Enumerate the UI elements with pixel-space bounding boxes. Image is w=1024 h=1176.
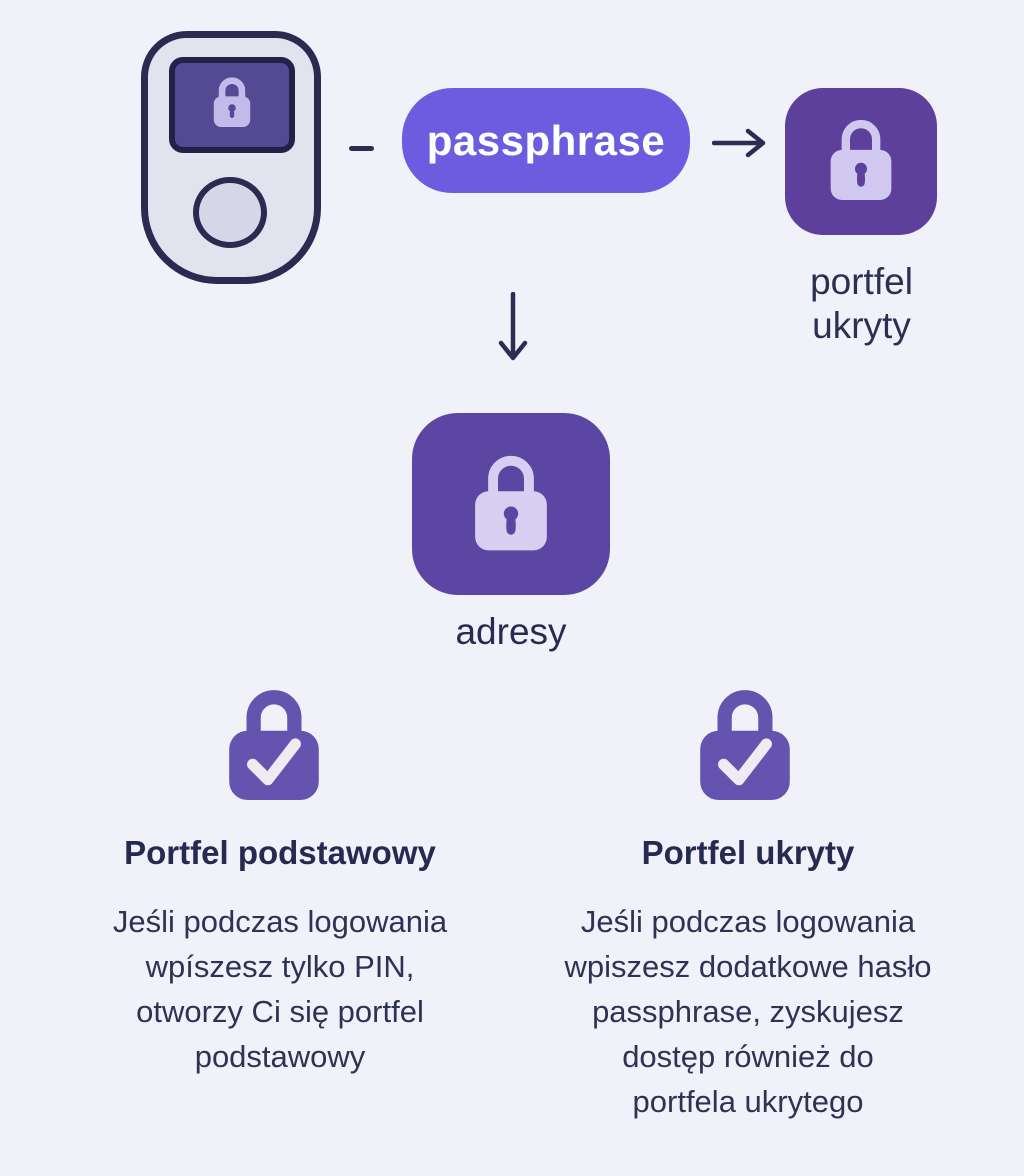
body-line: podstawowy bbox=[194, 1039, 366, 1074]
passphrase-pill: passphrase bbox=[402, 88, 690, 193]
body-line: wpíszesz tylko PIN, bbox=[145, 949, 415, 984]
body-line: Jeśli podczas logowania bbox=[580, 904, 916, 939]
body-line: wpiszesz dodatkowe hasło bbox=[564, 949, 932, 984]
body-line: dostęp również do bbox=[622, 1039, 874, 1074]
body-line: Jeśli podczas logowania bbox=[112, 904, 448, 939]
hidden-wallet-description: Jeśli podczas logowania wpiszesz dodatko… bbox=[528, 899, 968, 1124]
body-line: passphrase, zyskujesz bbox=[592, 994, 904, 1029]
hidden-wallet-square bbox=[785, 88, 937, 235]
lock-check-icon bbox=[700, 686, 790, 805]
hidden-wallet-caption-line: ukryty bbox=[812, 305, 911, 346]
hidden-wallet-caption-line: portfel bbox=[810, 261, 913, 302]
addresses-square bbox=[412, 413, 610, 595]
hidden-wallet-caption: portfel ukryty bbox=[789, 260, 934, 348]
basic-wallet-heading: Portfel podstawowy bbox=[124, 834, 436, 871]
basic-wallet-description: Jeśli podczas logowania wpíszesz tylko P… bbox=[80, 899, 480, 1079]
hidden-wallet-heading: Portfel ukryty bbox=[641, 834, 855, 871]
device-screen bbox=[169, 57, 295, 153]
lock-icon bbox=[823, 115, 899, 208]
body-line: otworzy Ci się portfel bbox=[136, 994, 424, 1029]
lock-icon bbox=[207, 74, 257, 137]
lock-check-icon bbox=[229, 686, 319, 805]
arrow-down-icon bbox=[496, 291, 530, 369]
passphrase-pill-label: passphrase bbox=[426, 116, 666, 164]
device-button bbox=[193, 177, 267, 248]
body-line: portfela ukrytego bbox=[632, 1084, 864, 1119]
lock-icon bbox=[466, 450, 556, 559]
minus-sign bbox=[349, 146, 374, 151]
arrow-right-icon bbox=[711, 126, 768, 165]
addresses-caption: adresy bbox=[455, 611, 567, 652]
